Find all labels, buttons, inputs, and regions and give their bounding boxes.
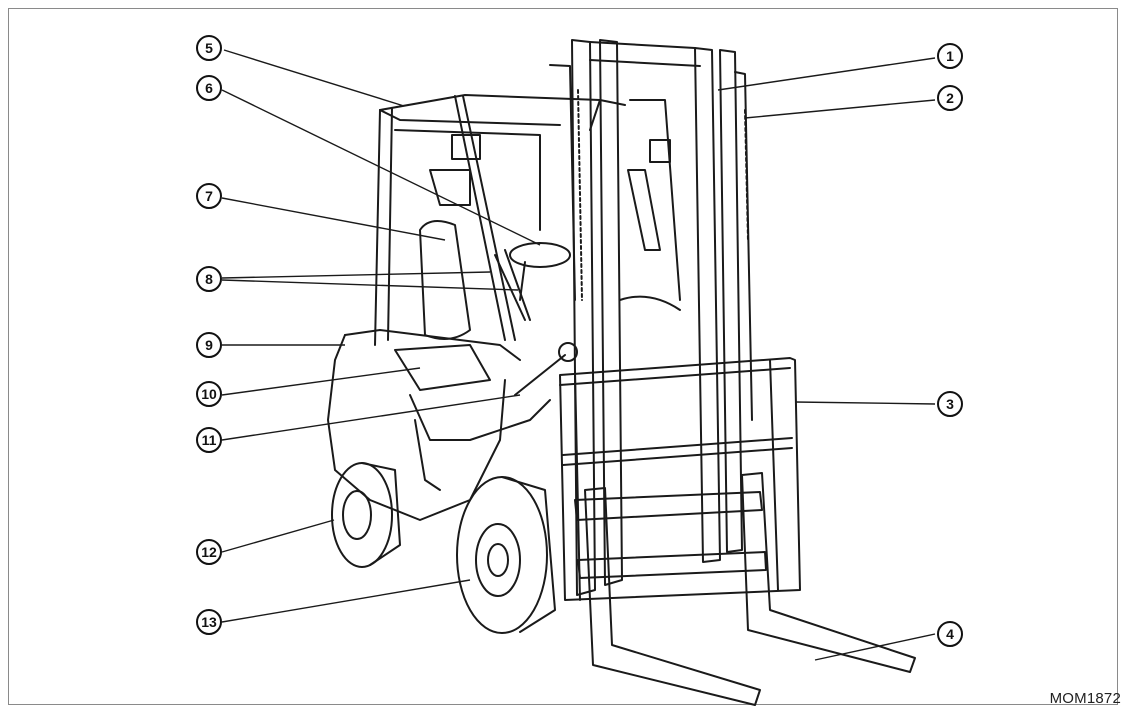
svg-text:7: 7 (205, 188, 213, 204)
front-wheel (456, 476, 548, 634)
steering-wheel (509, 242, 571, 268)
leader-13 (221, 579, 471, 623)
callout-11: 11 (196, 427, 222, 453)
leader-1 (717, 57, 936, 91)
svg-text:9: 9 (205, 337, 213, 353)
callout-7: 7 (196, 183, 222, 209)
leader-3 (794, 401, 936, 405)
svg-text:4: 4 (946, 626, 954, 642)
leader-8b (221, 279, 519, 291)
forklift-illustration (327, 39, 916, 706)
svg-text:13: 13 (201, 614, 217, 630)
svg-text:12: 12 (201, 544, 217, 560)
svg-text:11: 11 (202, 432, 217, 448)
svg-text:1: 1 (946, 48, 954, 64)
callout-5: 5 (196, 35, 222, 61)
leader-lines (221, 49, 936, 661)
callout-8: 8 (196, 266, 222, 292)
svg-text:6: 6 (205, 80, 213, 96)
leader-2 (744, 99, 936, 119)
leader-4 (814, 633, 936, 661)
mast-right (694, 47, 721, 563)
seat (419, 220, 471, 340)
svg-text:8: 8 (205, 271, 213, 287)
rear-body-panel (344, 329, 521, 361)
overhead-guard (379, 94, 626, 111)
leader-8a (221, 271, 491, 279)
fork-left (584, 487, 761, 706)
leader-7 (221, 197, 446, 241)
callout-10: 10 (196, 381, 222, 407)
fork-right (741, 472, 916, 673)
svg-text:10: 10 (201, 386, 217, 402)
svg-text:3: 3 (946, 396, 954, 412)
callout-6: 6 (196, 75, 222, 101)
leader-10 (221, 367, 421, 396)
leader-5 (223, 49, 405, 107)
load-backrest (559, 357, 801, 601)
callouts: 1 2 3 4 5 6 7 8 9 10 11 12 13 (196, 35, 963, 647)
callout-3: 3 (937, 391, 963, 417)
callout-13: 13 (196, 609, 222, 635)
callout-1: 1 (937, 43, 963, 69)
leader-6 (221, 89, 541, 246)
callout-4: 4 (937, 621, 963, 647)
callout-2: 2 (937, 85, 963, 111)
rear-wheel (331, 462, 393, 568)
callout-9: 9 (196, 332, 222, 358)
figure-code: MOM1872 (1049, 690, 1121, 707)
svg-text:5: 5 (205, 40, 213, 56)
svg-text:2: 2 (946, 90, 954, 106)
callout-12: 12 (196, 539, 222, 565)
leader-11 (221, 394, 521, 441)
leader-12 (221, 519, 335, 553)
